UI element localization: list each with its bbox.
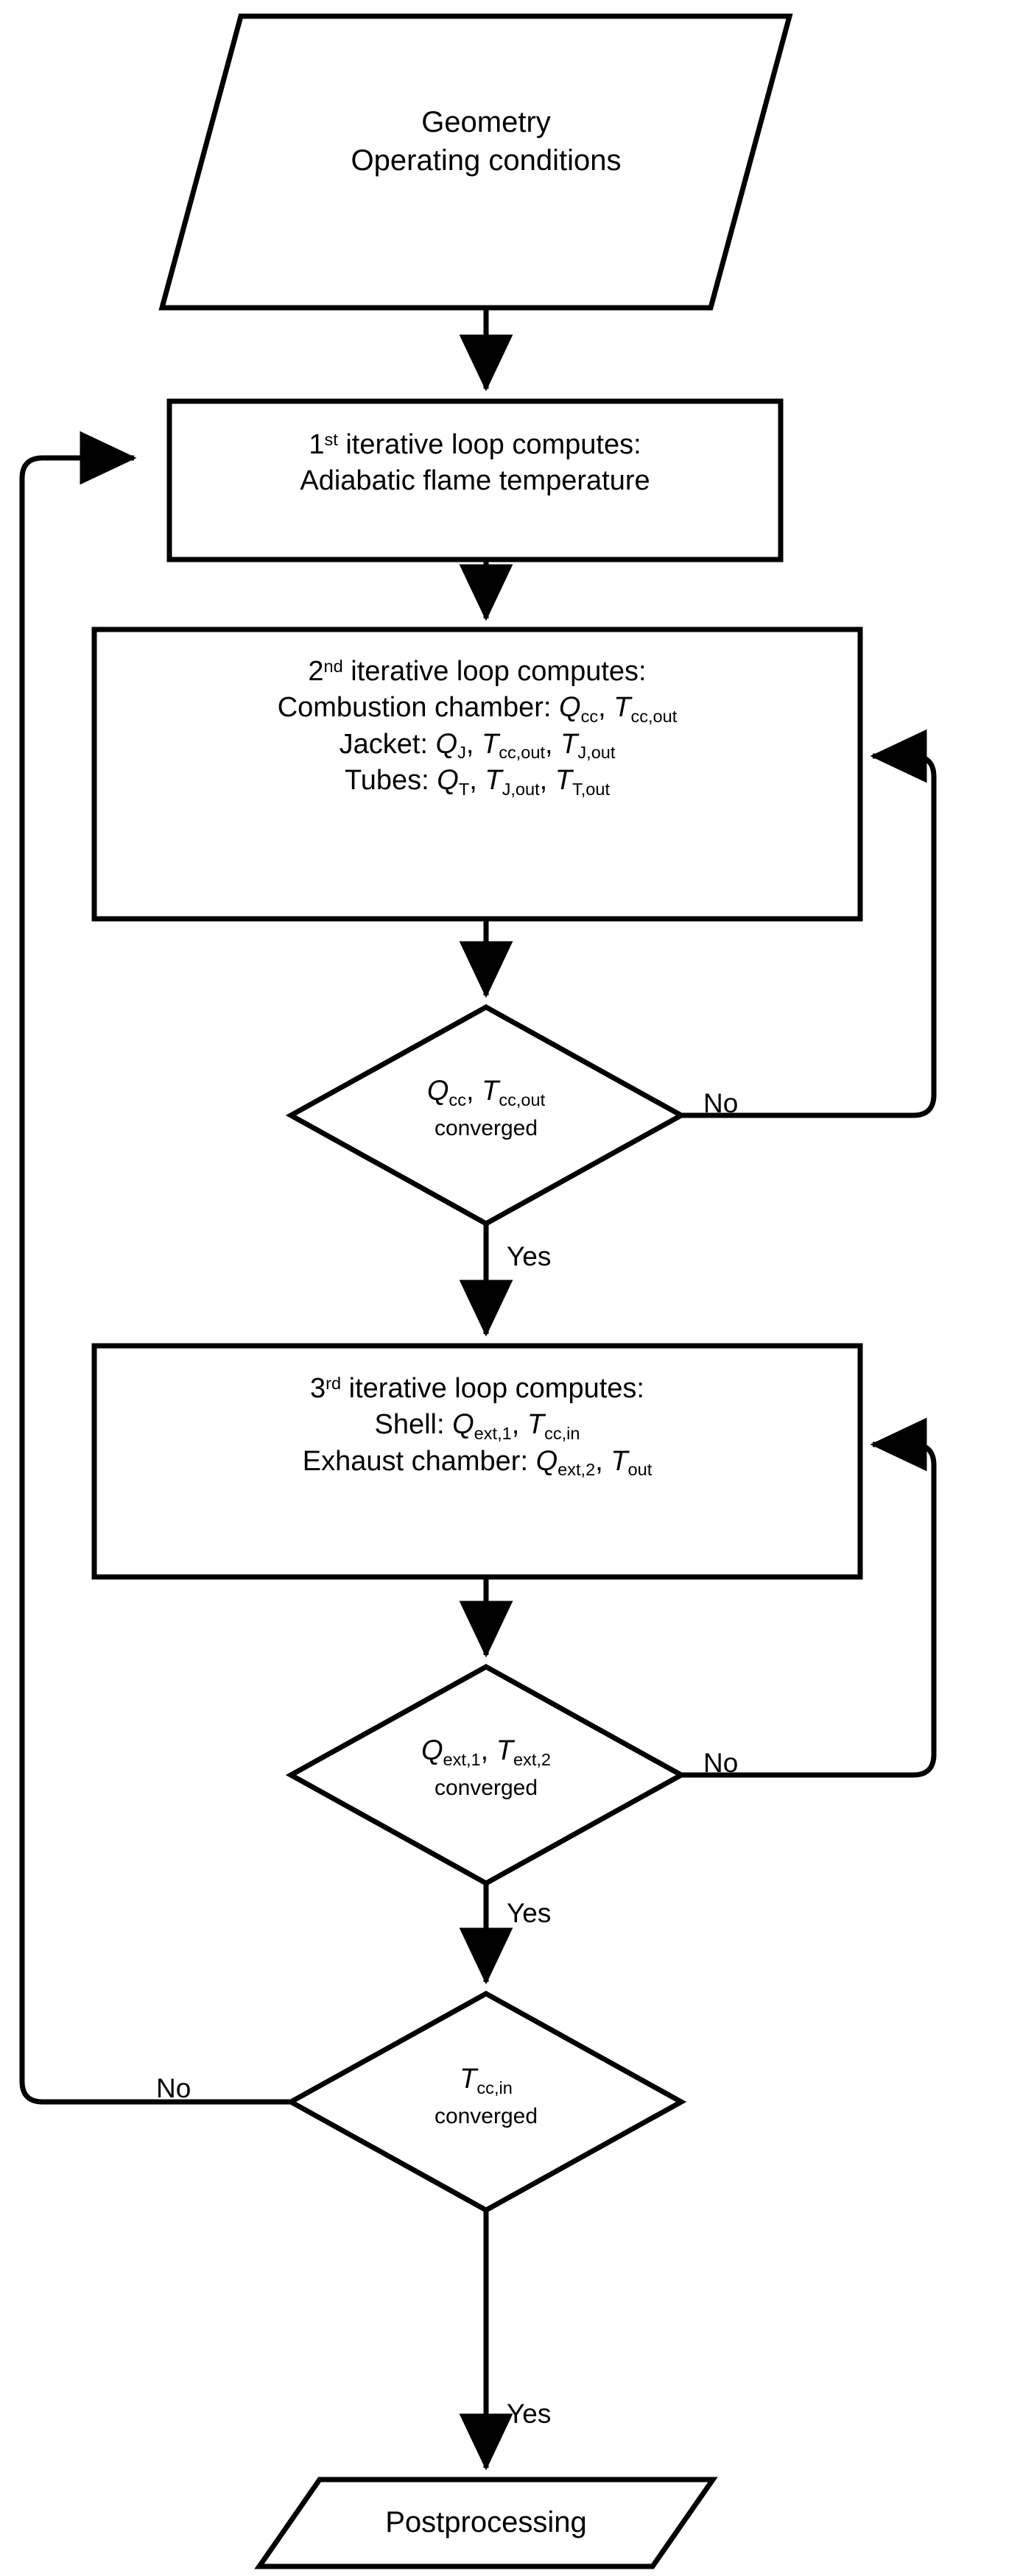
sym-q-ext1: Q xyxy=(452,1409,474,1441)
sep-t-2: , xyxy=(539,765,555,797)
node-loop3-text: 3rd iterative loop computes: Shell: Qext… xyxy=(94,1371,860,1480)
node-decision3-line1: Tcc,in xyxy=(302,2061,670,2097)
sym-t-ccin: T xyxy=(527,1409,545,1441)
sub-d2-q: ext,1 xyxy=(443,1749,481,1769)
sep-d2: , xyxy=(480,1735,496,1766)
node-loop3-row-exhaust: Exhaust chamber: Qext,2, Tout xyxy=(94,1444,860,1480)
node-decision1-line2: converged xyxy=(434,1116,538,1141)
sub-d1-t: cc,out xyxy=(499,1090,546,1109)
node-loop1-line1-rest: iterative loop computes: xyxy=(337,429,641,460)
sym-t-tout: T xyxy=(555,765,572,797)
node-loop2-ordinal: 2 xyxy=(308,656,324,687)
sym-d3-t: T xyxy=(460,2064,477,2095)
node-loop1-ordinal: 1 xyxy=(309,429,325,460)
sep-t-1: , xyxy=(469,765,485,797)
node-decision3-line2: converged xyxy=(434,2104,538,2129)
label-shell: Shell: xyxy=(374,1409,453,1441)
node-loop2-row-combustion-chamber: Combustion chamber: Qcc, Tcc,out xyxy=(94,690,860,726)
node-loop3-ordinal: 3 xyxy=(310,1373,326,1404)
sep-shell: , xyxy=(511,1409,527,1441)
node-end-text: Postprocessing xyxy=(259,2503,713,2541)
node-loop2-text: 2nd iterative loop computes: Combustion … xyxy=(94,654,860,800)
sym-q-j: Q xyxy=(435,728,458,760)
node-loop1-line1: 1st iterative loop computes: xyxy=(169,427,781,463)
sym-q-ext2: Q xyxy=(535,1445,558,1477)
sym-d1-q: Q xyxy=(426,1076,449,1107)
sep-exh: , xyxy=(595,1445,611,1477)
label-tubes: Tubes: xyxy=(344,765,437,797)
shape-start-parallelogram xyxy=(158,13,793,311)
sym-d2-t: T xyxy=(496,1735,513,1766)
node-decision2-line2: converged xyxy=(434,1776,538,1801)
shape-end-parallelogram xyxy=(254,2477,718,2569)
sym-t-ccout: T xyxy=(613,692,631,724)
sym-t-out: T xyxy=(611,1445,628,1477)
sub-t-t-jout: J,out xyxy=(502,779,540,799)
edge-label-decision2-yes: Yes xyxy=(507,1898,552,1928)
node-loop3-ordinal-suffix: rd xyxy=(326,1373,342,1393)
node-loop3-line1: 3rd iterative loop computes: xyxy=(94,1371,860,1407)
edge-label-decision1-yes: Yes xyxy=(507,1241,552,1271)
node-loop2-ordinal-suffix: nd xyxy=(323,656,343,676)
sub-t-jout: J,out xyxy=(577,743,616,763)
sub-t-j-ccout: cc,out xyxy=(499,743,546,763)
sub-q-ext2: ext,2 xyxy=(558,1460,596,1480)
sym-t-jout: T xyxy=(560,728,578,760)
sub-t-ccout: cc,out xyxy=(630,706,678,726)
sym-q-cc: Q xyxy=(559,692,581,724)
label-jacket: Jacket: xyxy=(339,728,436,760)
node-decision2-line1: Qext,1, Text,2 xyxy=(302,1733,670,1769)
shape-loop3-rect xyxy=(91,1343,863,1580)
node-loop2-row-tubes: Tubes: QT, TJ,out, TT,out xyxy=(94,763,860,799)
label-exhaust-chamber: Exhaust chamber: xyxy=(302,1445,536,1477)
sep-j-2: , xyxy=(545,728,561,760)
node-decision2-text: Qext,1, Text,2 converged xyxy=(302,1733,670,1802)
node-loop2-row-jacket: Jacket: QJ, Tcc,out, TJ,out xyxy=(94,727,860,763)
edge-decision1-no-feedback xyxy=(681,729,937,1118)
sub-d3-t: cc,in xyxy=(476,2078,513,2097)
sub-q-ext1: ext,1 xyxy=(474,1423,512,1443)
sep-cc-1: , xyxy=(598,692,614,724)
node-decision1-text: Qcc, Tcc,out converged xyxy=(302,1073,670,1143)
node-start-text: Geometry Operating conditions xyxy=(162,103,810,180)
shape-loop2-rect xyxy=(91,627,863,922)
node-loop1-text: 1st iterative loop computes: Adiabatic f… xyxy=(169,427,781,500)
node-end-line1: Postprocessing xyxy=(385,2506,587,2538)
sub-d2-t: ext,2 xyxy=(513,1749,552,1769)
node-loop3-line1-rest: iterative loop computes: xyxy=(341,1373,644,1404)
node-loop2-line1-rest: iterative loop computes: xyxy=(342,656,647,687)
node-start-line1: Geometry xyxy=(421,106,551,138)
sub-t-ccin: cc,in xyxy=(544,1423,580,1443)
edge-label-decision2-no: No xyxy=(703,1748,739,1778)
sep-d1: , xyxy=(465,1076,482,1107)
edge-decision3-no-feedback xyxy=(19,431,291,2105)
edge-decision2-no-feedback xyxy=(681,1417,937,1778)
sym-q-t: Q xyxy=(437,765,459,797)
sub-t-out: out xyxy=(627,1460,653,1480)
sym-d2-q: Q xyxy=(421,1735,443,1766)
node-start-line2: Operating conditions xyxy=(351,144,622,177)
sym-t-t-jout: T xyxy=(485,765,502,797)
sub-d1-q: cc xyxy=(449,1090,466,1109)
label-combustion-chamber: Combustion chamber: xyxy=(277,692,559,724)
node-loop1-ordinal-suffix: st xyxy=(324,429,338,449)
node-decision1-line1: Qcc, Tcc,out xyxy=(302,1073,670,1109)
sub-q-cc: cc xyxy=(580,706,599,726)
sub-q-j: J xyxy=(457,743,466,763)
node-loop3-row-shell: Shell: Qext,1, Tcc,in xyxy=(94,1407,860,1443)
node-loop1-line2: Adiabatic flame temperature xyxy=(300,465,650,497)
sym-d1-t: T xyxy=(482,1076,499,1107)
sub-q-t: T xyxy=(458,779,470,799)
node-loop2-line1: 2nd iterative loop computes: xyxy=(94,654,860,690)
edge-label-decision3-yes: Yes xyxy=(507,2399,552,2429)
edge-label-decision3-no: No xyxy=(156,2073,191,2103)
sym-t-j-ccout: T xyxy=(481,728,499,760)
sub-t-tout: T,out xyxy=(571,779,611,799)
node-decision3-text: Tcc,in converged xyxy=(302,2061,670,2131)
edge-label-decision1-no: No xyxy=(703,1088,739,1118)
shape-loop1-rect xyxy=(166,398,784,562)
sep-j-1: , xyxy=(465,728,482,760)
